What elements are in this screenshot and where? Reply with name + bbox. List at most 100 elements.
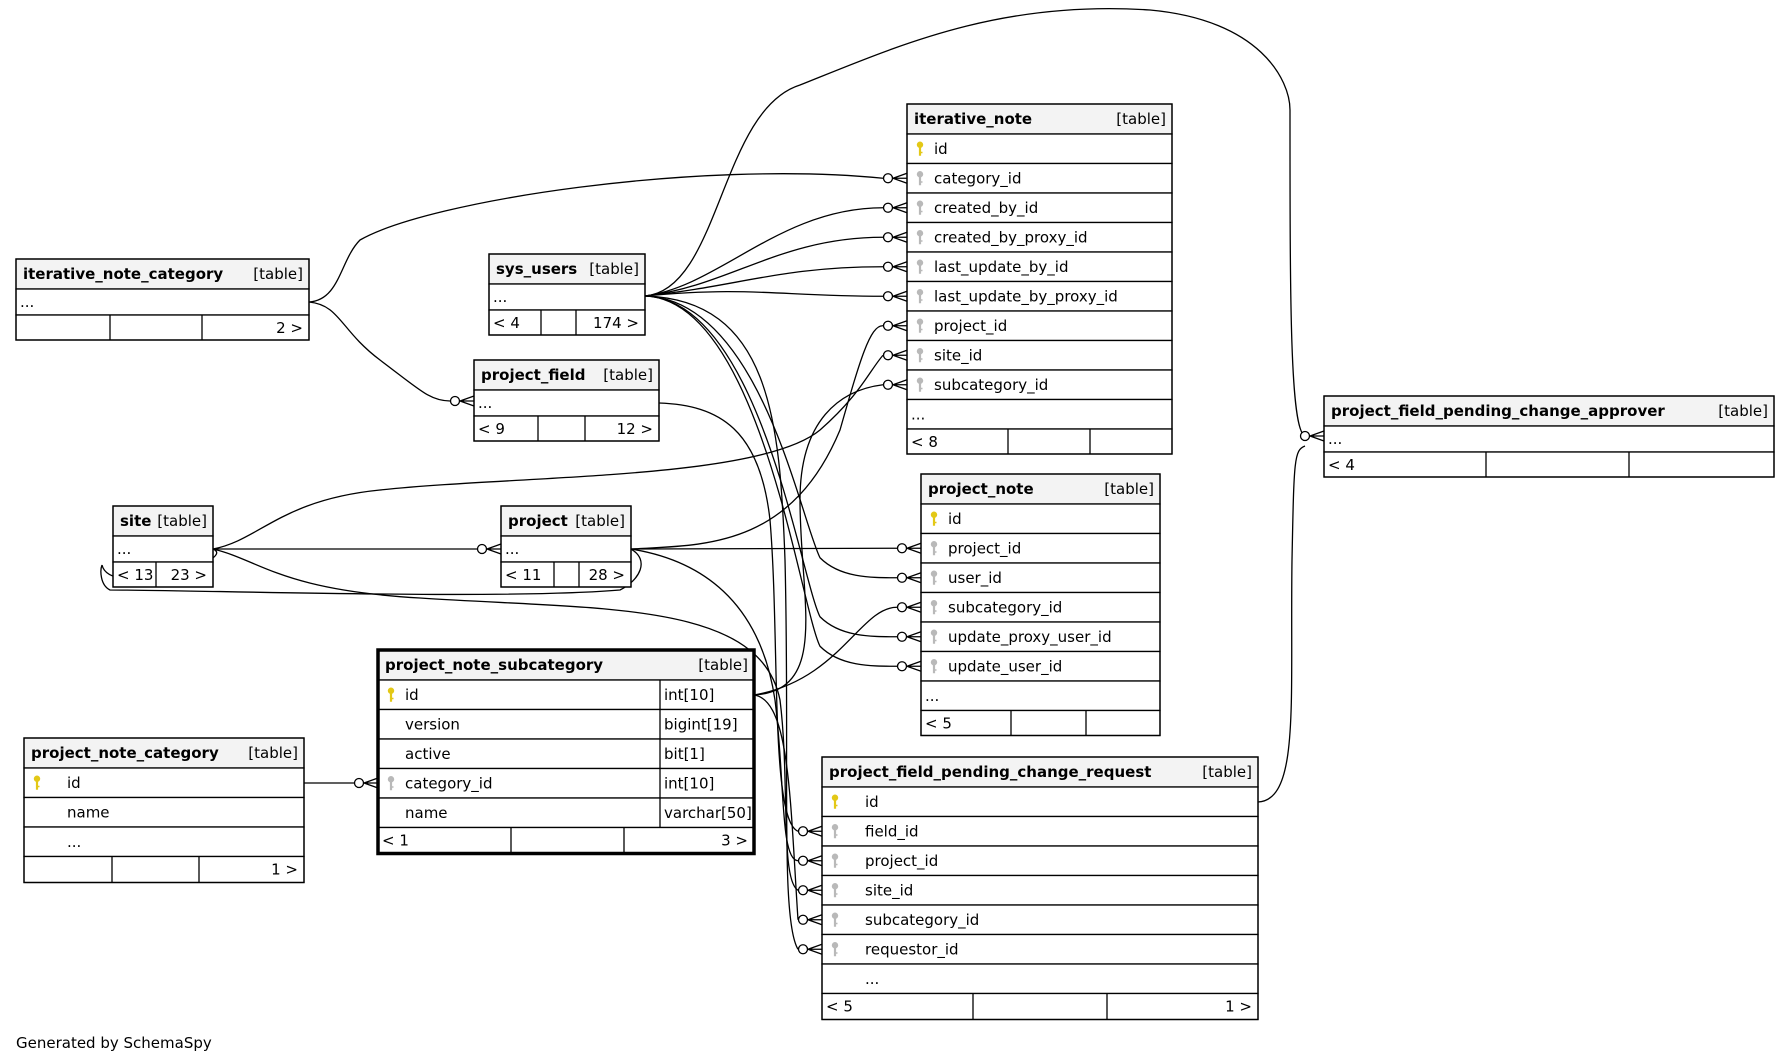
many-end-marker — [1299, 430, 1325, 442]
column-name: ... — [478, 394, 492, 412]
table-name: project_note — [928, 480, 1034, 498]
table-border — [376, 648, 756, 856]
relationship-line — [753, 384, 884, 696]
many-end-marker — [797, 943, 823, 955]
table-row: id — [906, 133, 1173, 165]
relationship-line — [100, 548, 642, 596]
column-name: site_id — [934, 346, 982, 365]
foreign-key-icon — [831, 942, 839, 957]
children-count[interactable]: 23 > — [171, 566, 207, 584]
column-name: subcategory_id — [948, 598, 1062, 617]
parents-count[interactable]: < 4 — [493, 314, 520, 332]
many-end-marker — [797, 855, 823, 867]
table-row: name — [23, 796, 305, 828]
many-end-marker — [882, 231, 908, 243]
parents-count[interactable]: < 9 — [478, 420, 505, 438]
table-project-field-pending-change-approver[interactable]: project_field_pending_change_approver[ta… — [1323, 395, 1775, 478]
foreign-key-icon — [930, 600, 938, 615]
table-row: site_id — [821, 874, 1259, 906]
children-count[interactable]: 12 > — [617, 420, 653, 438]
children-count[interactable]: 2 > — [276, 319, 303, 337]
children-count[interactable]: 3 > — [721, 832, 748, 850]
table-type-tag: [table] — [1718, 402, 1768, 420]
table-name: project_note_subcategory — [385, 656, 603, 674]
foreign-key-icon — [916, 318, 924, 333]
table-name: project_field_pending_change_request — [829, 763, 1151, 781]
column-name: active — [405, 745, 451, 763]
relationship-line — [212, 548, 799, 891]
table-project-note[interactable]: project_note[table]idproject_iduser_idsu… — [920, 473, 1161, 737]
table-type-tag: [table] — [698, 656, 748, 674]
children-count[interactable]: 1 > — [271, 861, 298, 879]
column-name: update_user_id — [948, 657, 1062, 676]
table-row: user_id — [920, 562, 1161, 594]
table-border — [112, 505, 214, 588]
many-end-marker — [896, 572, 922, 584]
column-name: id — [67, 774, 81, 792]
foreign-key-icon — [916, 200, 924, 215]
relationship-line — [630, 325, 884, 550]
primary-key-icon — [33, 775, 41, 790]
column-name: subcategory_id — [865, 911, 979, 930]
table-header — [377, 649, 755, 681]
parents-count[interactable]: < 13 — [117, 566, 153, 584]
relationship-line — [753, 694, 799, 920]
parents-count[interactable]: < 8 — [911, 433, 938, 451]
relationship-line — [644, 207, 884, 297]
table-border — [906, 103, 1173, 455]
table-nav-row: < 1 3 > — [377, 826, 755, 855]
column-type: varchar[50] — [664, 804, 752, 822]
table-nav-row: 1 > — [23, 855, 305, 884]
parents-count[interactable]: < 5 — [925, 715, 952, 733]
foreign-key-icon — [930, 570, 938, 585]
children-count[interactable]: 174 > — [593, 314, 639, 332]
table-name: sys_users — [496, 260, 577, 278]
table-type-tag: [table] — [1104, 480, 1154, 498]
table-row: ... — [488, 283, 646, 311]
tables-layer: iterative_note_category[table]...2 >sys_… — [15, 103, 1775, 1021]
many-end-marker — [896, 631, 922, 643]
foreign-key-icon — [831, 912, 839, 927]
relationship-line — [644, 7, 1306, 437]
column-type: bigint[19] — [664, 715, 738, 733]
column-name: requestor_id — [865, 940, 959, 959]
relationship-line — [1257, 445, 1306, 803]
column-name: category_id — [934, 169, 1021, 188]
table-row: requestor_id — [821, 933, 1259, 965]
column-name: ... — [911, 405, 925, 423]
parents-count[interactable]: < 11 — [505, 566, 541, 584]
foreign-key-icon — [916, 171, 924, 186]
parents-count[interactable]: < 4 — [1328, 456, 1355, 474]
many-end-marker — [882, 202, 908, 214]
table-nav-row: < 8 — [906, 428, 1173, 455]
table-row: ... — [473, 389, 660, 417]
relationship-line — [308, 173, 884, 303]
children-count[interactable]: 1 > — [1225, 998, 1252, 1016]
table-type-tag: [table] — [1202, 763, 1252, 781]
table-border — [821, 756, 1259, 1021]
children-count[interactable]: 28 > — [589, 566, 625, 584]
table-type-tag: [table] — [603, 366, 653, 384]
table-row: created_by_id — [906, 192, 1173, 224]
relationship-lines — [100, 7, 1306, 950]
table-row: update_proxy_user_id — [920, 621, 1161, 653]
column-name: version — [405, 715, 460, 733]
table-project-field-pending-change-request[interactable]: project_field_pending_change_request [tab… — [821, 756, 1259, 1021]
column-name: ... — [1328, 430, 1342, 448]
table-iterative-note[interactable]: iterative_note[table]idcategory_idcreate… — [906, 103, 1173, 455]
table-iterative-note-category[interactable]: iterative_note_category[table]...2 > — [15, 258, 310, 341]
parents-count[interactable]: < 5 — [826, 998, 853, 1016]
table-nav-row: < 5 1 > — [821, 992, 1259, 1021]
parents-count[interactable]: < 1 — [382, 832, 409, 850]
table-row: last_update_by_id — [906, 251, 1173, 283]
column-name: ... — [925, 687, 939, 705]
table-row: ... — [15, 288, 310, 316]
